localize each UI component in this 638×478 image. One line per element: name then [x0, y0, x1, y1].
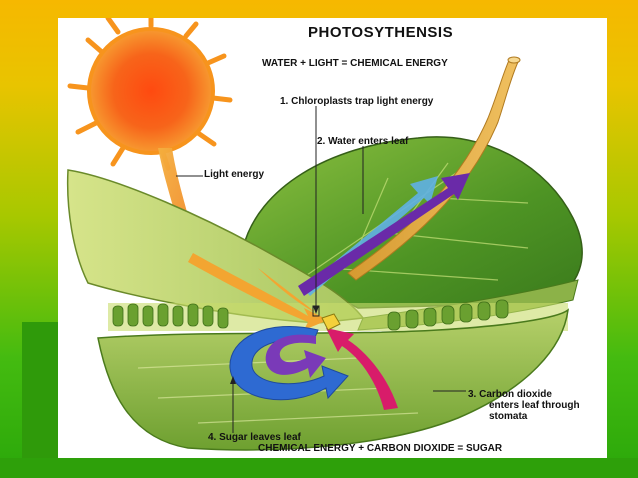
slide-left-band	[22, 322, 58, 478]
chloroplast-marker	[312, 305, 341, 331]
energy-arrow	[298, 173, 470, 296]
light-arrow-to-chloroplast	[188, 253, 328, 330]
mesophyll-cells	[108, 299, 568, 331]
sun-illustration	[67, 18, 233, 171]
label-light-energy: Light energy	[204, 169, 265, 180]
photosynthesis-illustration	[66, 18, 583, 451]
label-step3-line3: stomata	[489, 411, 528, 422]
diagram-title: PHOTOSYTHENSIS	[308, 24, 454, 41]
equation-water-light: WATER + LIGHT = CHEMICAL ENERGY	[262, 58, 448, 69]
sugar-arrow	[229, 326, 349, 401]
label-step3-line2: enters leaf through	[489, 400, 580, 411]
co2-arrow	[326, 328, 398, 410]
slide-bottom-bar	[0, 458, 638, 478]
label-step3-co2: 3. Carbon dioxide enters leaf through st…	[468, 389, 607, 422]
equation-sugar: CHEMICAL ENERGY + CARBON DIOXIDE = SUGAR	[258, 443, 503, 454]
label-step1-chloroplasts: 1. Chloroplasts trap light energy	[280, 96, 434, 107]
slide-left-bar	[0, 0, 58, 478]
sugar-inner-arrow	[265, 334, 326, 378]
label-step2-water: 2. Water enters leaf	[317, 136, 409, 147]
diagram-panel: PHOTOSYTHENSIS WATER + LIGHT = CHEMICAL …	[58, 18, 607, 458]
label-step3-line1: 3. Carbon dioxide	[468, 389, 552, 400]
label-step4-sugar: 4. Sugar leaves leaf	[208, 432, 301, 443]
